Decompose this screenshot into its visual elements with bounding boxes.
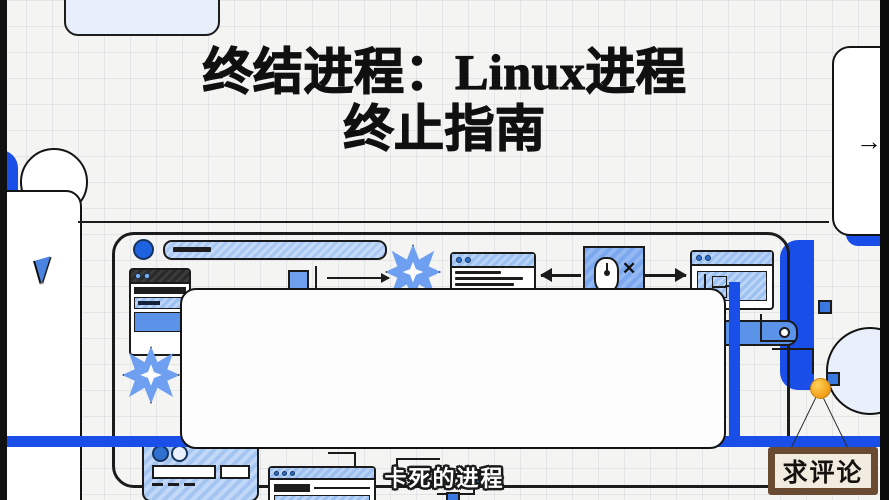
starburst-icon-2 xyxy=(122,346,180,404)
circuit-trace-5 xyxy=(772,348,814,374)
caption-text: 卡死的进程 xyxy=(384,466,505,491)
close-x-icon: ✕ xyxy=(622,259,637,278)
gold-ball-icon xyxy=(810,378,831,399)
window-titlebar xyxy=(692,252,772,266)
window-mockup-bottom-list xyxy=(268,466,376,500)
window-body xyxy=(270,480,374,500)
blue-dot-icon xyxy=(133,239,154,260)
window-titlebar xyxy=(270,468,374,480)
window-titlebar xyxy=(452,254,534,268)
circuit-trace-4 xyxy=(760,314,796,342)
circuit-pad-2 xyxy=(446,492,460,500)
search-bar-sketch xyxy=(163,240,387,260)
content-overlay-panel xyxy=(180,288,726,449)
decor-blue-blob-right xyxy=(780,240,814,390)
accent-bar-vertical xyxy=(729,282,740,442)
circuit-pad-1 xyxy=(470,470,484,484)
illustration-band: ✕ xyxy=(0,222,889,500)
arrow-right-sketch-icon xyxy=(327,273,390,283)
title-line-2: 终止指南 xyxy=(343,100,546,157)
window-titlebar xyxy=(131,270,189,284)
circuit-trace-1 xyxy=(396,458,440,480)
decor-card-right: → xyxy=(832,46,889,236)
arrow-right-icon: → xyxy=(856,126,882,156)
frame-edge-left xyxy=(0,0,7,500)
circuit-pad-3 xyxy=(818,300,832,314)
comment-request-sign: 求评论 xyxy=(768,447,878,495)
decor-card-top xyxy=(64,0,220,36)
title-line-1-post: 进程 xyxy=(585,43,687,100)
decor-circle-right xyxy=(826,327,889,415)
window-body xyxy=(131,284,189,335)
decor-panel-left xyxy=(0,190,82,500)
sketch-frame xyxy=(112,232,790,488)
sign-label: 求评论 xyxy=(782,460,864,487)
arrow-left-icon xyxy=(540,269,581,281)
title-line-1-latin: Linux xyxy=(454,43,586,100)
arrow-right-icon-2 xyxy=(644,269,687,281)
tick-divider xyxy=(315,266,317,288)
frame-edge-right xyxy=(880,0,889,500)
title-divider xyxy=(78,221,829,223)
circuit-trace-3 xyxy=(328,452,356,468)
page-title: 终结进程：Linux进程 终止指南 xyxy=(0,43,889,158)
title-line-1-pre: 终结进程： xyxy=(202,43,456,100)
cursor-arrow-icon xyxy=(35,256,57,284)
